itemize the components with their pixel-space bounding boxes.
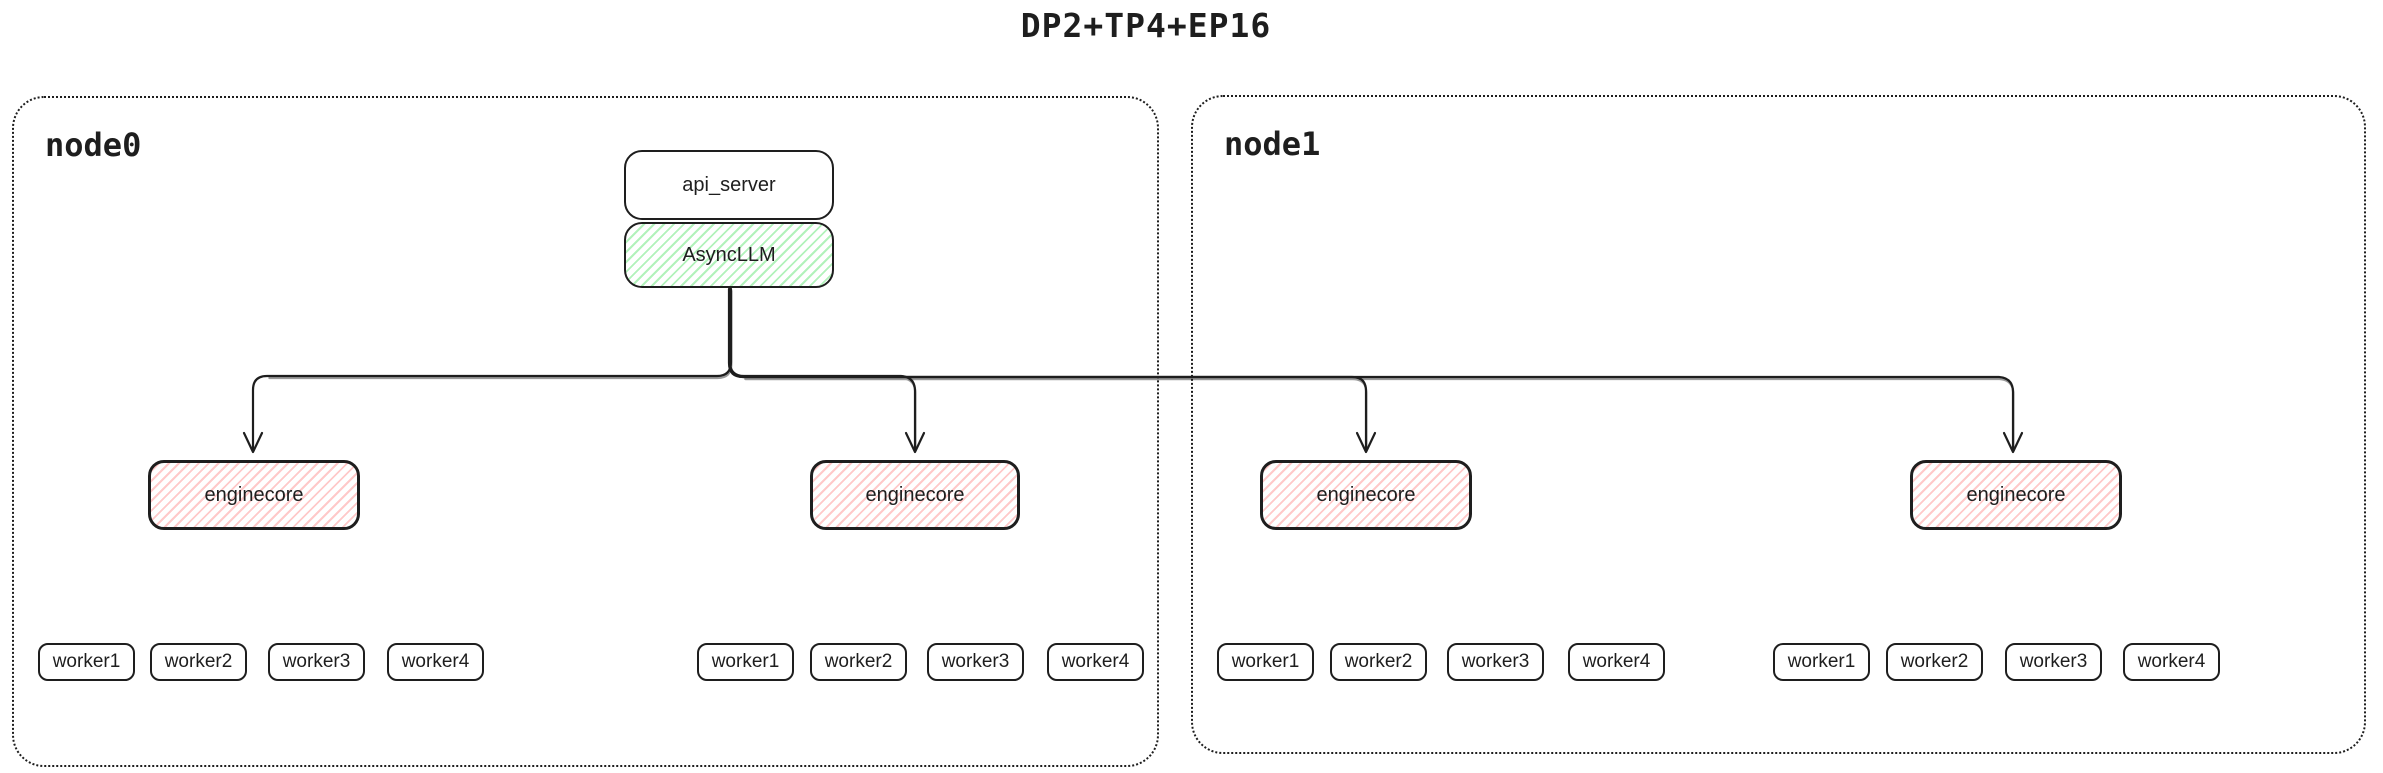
node0-label: node0 [45,126,142,164]
worker-label: worker4 [2137,651,2206,672]
worker-box: worker4 [387,643,484,681]
worker-box: worker1 [1217,643,1314,681]
worker-box: worker1 [1773,643,1870,681]
api-server-label: api_server [682,173,776,196]
worker-box: worker1 [697,643,794,681]
worker-box: worker4 [2123,643,2220,681]
worker-box: worker3 [268,643,365,681]
enginecore-box-4: enginecore [1910,460,2122,530]
worker-label: worker3 [282,651,351,672]
enginecore-label: enginecore [1316,483,1416,506]
worker-label: worker3 [941,651,1010,672]
worker-label: worker4 [401,651,470,672]
enginecore-label: enginecore [1966,483,2066,506]
worker-box: worker1 [38,643,135,681]
worker-label: worker1 [1787,651,1856,672]
worker-box: worker3 [2005,643,2102,681]
worker-label: worker2 [1344,651,1413,672]
enginecore-box-3: enginecore [1260,460,1472,530]
worker-label: worker1 [1231,651,1300,672]
worker-label: worker4 [1582,651,1651,672]
worker-box: worker2 [1330,643,1427,681]
worker-label: worker3 [1461,651,1530,672]
worker-label: worker2 [824,651,893,672]
asyncllm-label: AsyncLLM [682,243,776,266]
enginecore-label: enginecore [204,483,304,506]
worker-box: worker4 [1047,643,1144,681]
worker-label: worker2 [1900,651,1969,672]
enginecore-label: enginecore [865,483,965,506]
enginecore-box-1: enginecore [148,460,360,530]
worker-box: worker2 [810,643,907,681]
worker-box: worker2 [1886,643,1983,681]
asyncllm-box: AsyncLLM [624,222,834,288]
worker-label: worker3 [2019,651,2088,672]
api-server-box: api_server [624,150,834,220]
worker-label: worker1 [52,651,121,672]
enginecore-box-2: enginecore [810,460,1020,530]
worker-label: worker4 [1061,651,1130,672]
diagram-title: DP2+TP4+EP16 [1020,6,1272,45]
worker-box: worker3 [927,643,1024,681]
worker-label: worker2 [164,651,233,672]
worker-box: worker2 [150,643,247,681]
worker-box: worker4 [1568,643,1665,681]
node1-label: node1 [1224,125,1321,163]
worker-label: worker1 [711,651,780,672]
worker-box: worker3 [1447,643,1544,681]
